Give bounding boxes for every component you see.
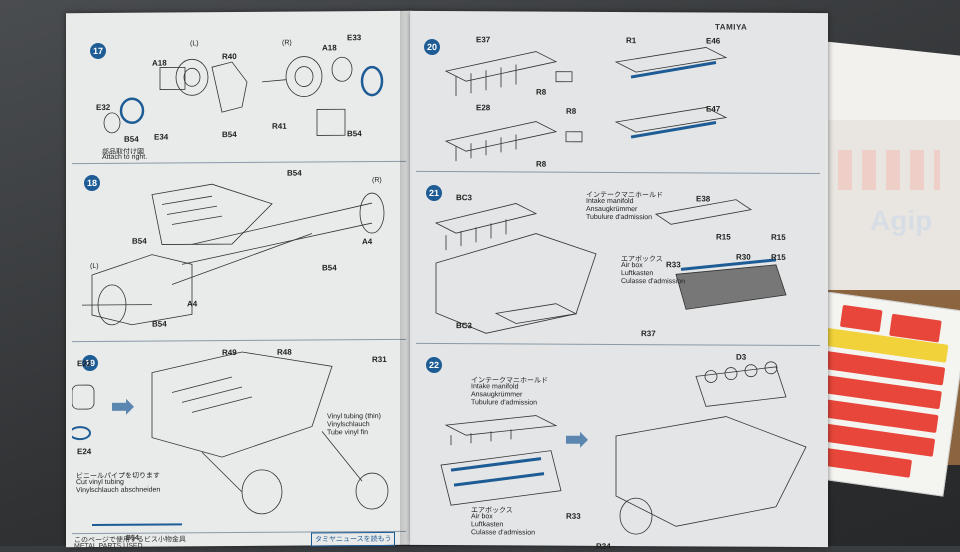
part-label: B54 xyxy=(322,263,337,272)
part-label: R48 xyxy=(277,348,292,357)
part-label: E47 xyxy=(706,104,720,113)
part-label: R15 xyxy=(771,253,786,262)
part-label: R8 xyxy=(536,88,546,97)
left-instruction-page: 17 A18 R40 E33 E32 B54 E34 R41 A18 B54 (… xyxy=(66,11,412,547)
brand-logo: TAMIYA xyxy=(715,23,747,32)
step-17-panel: 17 A18 R40 E33 E32 B54 E34 R41 A18 B54 (… xyxy=(72,21,406,164)
note-line: Tubulure d'admission xyxy=(586,214,652,221)
part-label: A4 xyxy=(187,299,197,308)
side-label: (L) xyxy=(90,263,99,270)
tamiya-news-banner: タミヤニュースを読もう xyxy=(311,532,395,547)
part-label: B54 xyxy=(222,130,237,139)
part-label: R49 xyxy=(222,348,237,357)
step-22-panel: 22 D3 R33 R34 インテークマニホールド Intake manifol… xyxy=(416,345,820,547)
step-20-diagram xyxy=(416,31,820,173)
part-label: B54 xyxy=(347,129,362,138)
note-line: Attach to right. xyxy=(102,154,147,161)
note-line: Luftkasten xyxy=(621,270,653,277)
note-line: Ansaugkrümmer xyxy=(471,391,522,398)
note-line: Tube vinyl fin xyxy=(327,429,368,436)
step-19-panel: 19 E22 R49 R48 R31 E24 Vinyl tubing (thi… xyxy=(72,341,406,534)
part-label: B54 xyxy=(124,135,139,144)
part-label: E22 xyxy=(77,359,91,368)
part-label: R30 xyxy=(736,253,751,262)
part-label: R31 xyxy=(372,355,387,364)
part-label: B54 xyxy=(152,320,167,329)
note-line: Vinylschlauch xyxy=(327,421,370,428)
part-label: R37 xyxy=(641,329,656,338)
side-label: (R) xyxy=(282,40,292,47)
note-line: Intake manifold xyxy=(586,198,633,205)
part-label: E34 xyxy=(154,132,168,141)
part-label: E32 xyxy=(96,103,110,112)
part-label: E33 xyxy=(347,33,361,42)
note-line: Vinyl tubing (thin) xyxy=(327,413,381,420)
part-label: B54 xyxy=(132,237,147,246)
note-line: Culasse d'admission xyxy=(621,278,685,285)
part-label: R41 xyxy=(272,122,287,131)
part-label: R40 xyxy=(222,52,237,61)
part-label: R8 xyxy=(536,160,546,169)
note-line: Luftkasten xyxy=(471,521,503,528)
part-label: A4 xyxy=(362,237,372,246)
step-18-panel: 18 B54 (R) B54 A4 B54 (L) A4 B54 xyxy=(72,163,406,342)
part-label: R1 xyxy=(626,36,636,45)
decal-watermark: Agip xyxy=(870,205,932,237)
step-21-panel: 21 BC3 E38 R15 R15 R33 R30 R15 R37 BC3 イ… xyxy=(416,173,820,346)
note-line: Tubulure d'admission xyxy=(471,399,537,406)
side-label: (R) xyxy=(372,177,382,184)
part-label: R15 xyxy=(771,233,786,242)
step-19-diagram xyxy=(72,341,406,533)
part-label: BC3 xyxy=(456,193,472,202)
part-label: E28 xyxy=(476,103,490,112)
book-gutter xyxy=(400,10,420,546)
part-label: B54 xyxy=(287,169,302,178)
note-line: Cut vinyl tubing xyxy=(76,479,124,486)
note-line: Air box xyxy=(471,513,493,520)
part-label: D3 xyxy=(736,353,746,362)
part-label: E46 xyxy=(706,36,720,45)
part-label: R33 xyxy=(666,260,681,269)
footer-metal-parts-en: METAL PARTS USED xyxy=(74,543,143,550)
step-18-diagram xyxy=(72,163,406,341)
part-label: E24 xyxy=(77,447,91,456)
part-label: E37 xyxy=(476,35,490,44)
part-label: R15 xyxy=(716,233,731,242)
note-line: Culasse d'admission xyxy=(471,529,535,536)
note-line: Vinylschlauch abschneiden xyxy=(76,487,160,495)
part-label: R8 xyxy=(566,107,576,116)
part-label: BC3 xyxy=(456,321,472,330)
side-label: (L) xyxy=(190,40,199,47)
step-20-panel: 20 E37 R1 E46 E28 R8 R8 R8 E47 xyxy=(416,31,820,174)
part-label: E38 xyxy=(696,194,710,203)
note-line: Air box xyxy=(621,262,643,269)
footer-part: B54 xyxy=(126,535,139,542)
right-instruction-page: TAMIYA 20 E37 R1 E46 E28 R8 R8 R8 E47 21 xyxy=(410,11,828,547)
part-label: A18 xyxy=(322,43,337,52)
part-label: R34 xyxy=(596,542,611,551)
part-label: A18 xyxy=(152,59,167,68)
part-label: R33 xyxy=(566,512,581,521)
note-line: Ansaugkrümmer xyxy=(586,206,637,213)
note-line: Intake manifold xyxy=(471,383,518,390)
